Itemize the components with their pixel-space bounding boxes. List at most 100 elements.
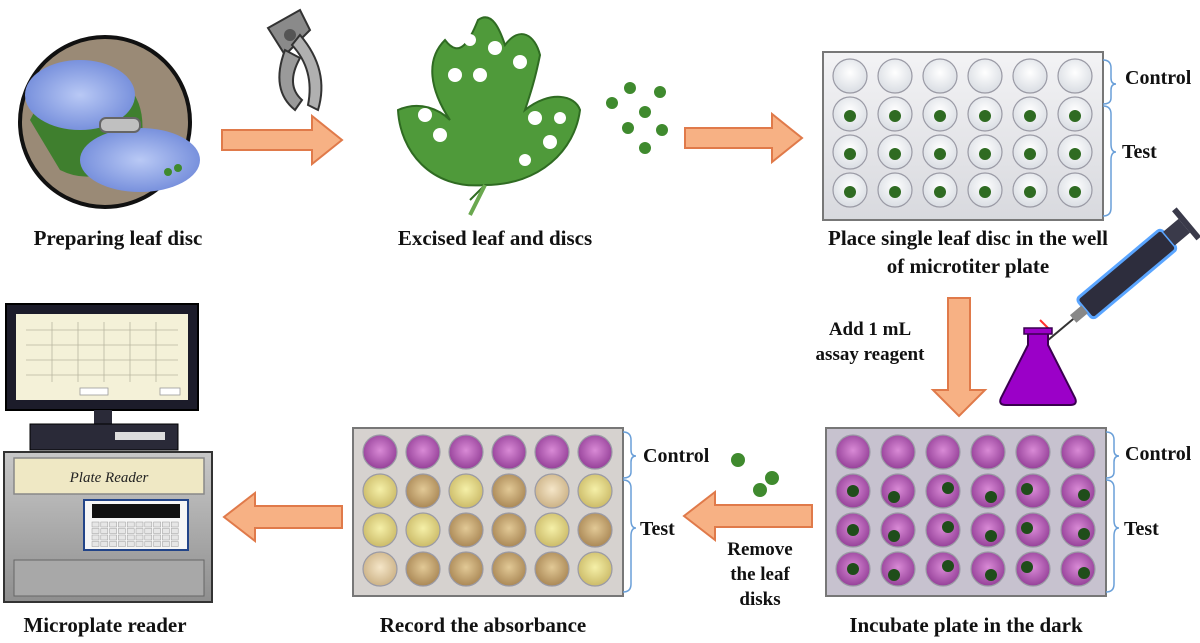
keypad-key bbox=[109, 521, 117, 528]
plate-well bbox=[448, 473, 484, 509]
plate-well bbox=[880, 434, 916, 470]
arrow-incubate-to-record bbox=[682, 489, 813, 543]
plate-well bbox=[1057, 58, 1093, 94]
keypad-key bbox=[170, 541, 179, 547]
leaf-disc bbox=[844, 148, 856, 160]
keypad-key bbox=[162, 541, 170, 547]
leaf-disc bbox=[985, 491, 997, 503]
plate-well bbox=[1060, 473, 1096, 509]
keypad-key bbox=[126, 534, 135, 541]
leaf-disc bbox=[889, 186, 901, 198]
keypad-key bbox=[170, 534, 179, 541]
step-excised-label: Excised leaf and discs bbox=[398, 226, 592, 250]
keypad-key bbox=[135, 534, 144, 541]
leaf-disc bbox=[1024, 148, 1036, 160]
plate-top-test-bracket bbox=[1102, 105, 1117, 217]
keypad-key bbox=[109, 541, 117, 547]
keypad-key bbox=[91, 541, 100, 547]
keypad-key bbox=[109, 528, 117, 534]
plate-well bbox=[922, 58, 958, 94]
arrow-plate-to-incubate bbox=[930, 297, 988, 418]
leaf-disc bbox=[1069, 186, 1081, 198]
keypad-key bbox=[144, 528, 153, 534]
plate-incubate-control-label: Control bbox=[1125, 443, 1192, 465]
plate-well bbox=[405, 512, 441, 548]
leaf-disc bbox=[847, 485, 859, 497]
keypad-key bbox=[100, 528, 109, 534]
remove-discs-label-line2: the leaf bbox=[730, 564, 790, 585]
plate-well bbox=[577, 512, 613, 548]
microtiter-plate-absorbance bbox=[352, 427, 624, 597]
plate-record-control-bracket bbox=[622, 431, 637, 479]
leaf-disc bbox=[1069, 148, 1081, 160]
keypad-key bbox=[170, 528, 179, 534]
plate-well bbox=[1015, 473, 1051, 509]
plate-well bbox=[491, 434, 527, 470]
leaf-disc bbox=[979, 148, 991, 160]
leaf-disc bbox=[985, 530, 997, 542]
leaf-disc bbox=[847, 563, 859, 575]
keypad-key bbox=[162, 528, 170, 534]
leaf-punch-photo bbox=[18, 35, 200, 209]
plate-well bbox=[362, 434, 398, 470]
excised-leaf-icon bbox=[396, 16, 582, 216]
leaf-disc bbox=[979, 110, 991, 122]
keypad-key bbox=[118, 521, 126, 528]
leaf-disc bbox=[844, 186, 856, 198]
leaf-disc bbox=[1078, 567, 1090, 579]
plate-well bbox=[1060, 512, 1096, 548]
plate-well bbox=[880, 473, 916, 509]
plate-reader-device-label: Plate Reader bbox=[69, 470, 149, 486]
keypad-key bbox=[162, 534, 170, 541]
leaf-disc bbox=[1024, 186, 1036, 198]
leaf-disc bbox=[979, 186, 991, 198]
leaf-disc bbox=[1069, 110, 1081, 122]
plate-well bbox=[491, 473, 527, 509]
plate-incubate-test-label: Test bbox=[1124, 518, 1159, 540]
plate-well bbox=[405, 551, 441, 587]
leaf-disc bbox=[1078, 489, 1090, 501]
plate-incubate-test-bracket bbox=[1105, 479, 1120, 593]
add-reagent-label-line1: Add 1 mL bbox=[829, 319, 911, 340]
keypad-key bbox=[109, 534, 117, 541]
leaf-disc bbox=[888, 491, 900, 503]
plate-well bbox=[970, 551, 1006, 587]
leaf-disc bbox=[1078, 528, 1090, 540]
arrow-excised-to-plate bbox=[684, 111, 804, 165]
plate-well bbox=[1015, 512, 1051, 548]
keypad bbox=[91, 521, 179, 547]
leaf-disc bbox=[889, 148, 901, 160]
leaf-disc bbox=[889, 110, 901, 122]
removed-discs-icon bbox=[731, 453, 779, 497]
step-record-label: Record the absorbance bbox=[380, 613, 586, 637]
plate-well bbox=[448, 512, 484, 548]
plate-record-test-label: Test bbox=[640, 518, 675, 540]
remove-discs-label-line3: disks bbox=[739, 589, 780, 610]
keypad-key bbox=[135, 521, 144, 528]
remove-discs-label-line1: Remove bbox=[727, 539, 792, 560]
plate-top-test-label: Test bbox=[1122, 141, 1157, 163]
step-place-label-line2: of microtiter plate bbox=[887, 254, 1050, 278]
keypad-key bbox=[153, 534, 161, 541]
plate-well bbox=[405, 473, 441, 509]
leaf-disc bbox=[934, 148, 946, 160]
leaf-disc bbox=[942, 560, 954, 572]
keypad-key bbox=[118, 528, 126, 534]
add-reagent-label-line2: assay reagent bbox=[816, 344, 926, 365]
leaf-disc bbox=[985, 569, 997, 581]
keypad-key bbox=[153, 521, 161, 528]
keypad-key bbox=[118, 534, 126, 541]
keypad-key bbox=[100, 534, 109, 541]
monitor-icon bbox=[5, 303, 199, 451]
plate-well bbox=[967, 58, 1003, 94]
plate-well bbox=[970, 473, 1006, 509]
leaf-disc bbox=[1021, 561, 1033, 573]
plate-reader-device-icon: Plate Reader bbox=[3, 451, 213, 603]
leaf-disc bbox=[934, 186, 946, 198]
plate-well bbox=[1015, 434, 1051, 470]
plate-well bbox=[835, 434, 871, 470]
leaf-disc bbox=[888, 530, 900, 542]
plate-well bbox=[362, 551, 398, 587]
keypad-key bbox=[126, 521, 135, 528]
